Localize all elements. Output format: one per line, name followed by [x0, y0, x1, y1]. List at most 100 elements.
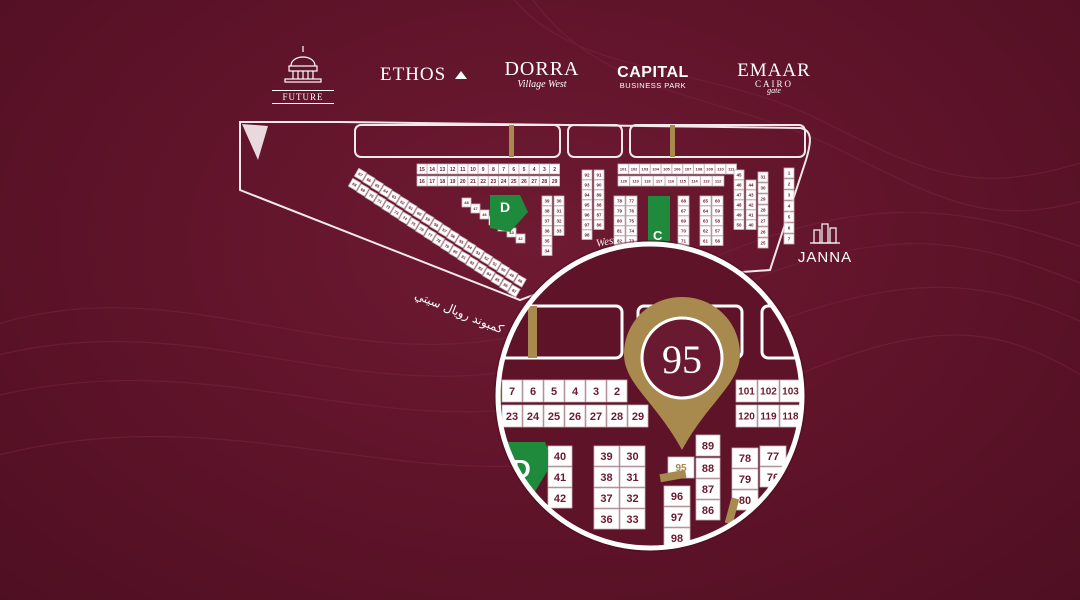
- plot-47[interactable]: 47: [733, 189, 745, 200]
- plot-102[interactable]: 102: [628, 163, 640, 175]
- plot-33[interactable]: 33: [553, 225, 565, 236]
- plot-70[interactable]: 70: [364, 189, 378, 203]
- plot-85[interactable]: 85: [490, 273, 504, 287]
- plot-75[interactable]: 75: [625, 215, 638, 226]
- plot-41[interactable]: 41: [745, 209, 757, 220]
- plot-108[interactable]: 108: [693, 163, 705, 175]
- plot-102[interactable]: 102: [757, 379, 780, 403]
- plot-92[interactable]: 92: [581, 169, 593, 180]
- plot-78[interactable]: 78: [431, 233, 446, 248]
- plot-6[interactable]: 6: [522, 379, 544, 403]
- plot-69[interactable]: 69: [677, 215, 690, 226]
- plot-3[interactable]: 3: [539, 163, 550, 175]
- plot-37[interactable]: 37: [541, 215, 553, 226]
- plot-119[interactable]: 119: [757, 404, 780, 428]
- plot-68[interactable]: 68: [677, 195, 690, 206]
- plot-67[interactable]: 67: [677, 205, 690, 216]
- plot-82[interactable]: 82: [465, 256, 479, 270]
- plot-63[interactable]: 63: [699, 215, 712, 226]
- plot-58[interactable]: 58: [429, 218, 443, 232]
- plot-59[interactable]: 59: [421, 212, 435, 226]
- plot-61[interactable]: 61: [699, 235, 712, 246]
- plot-18[interactable]: 18: [436, 175, 448, 187]
- plot-23[interactable]: 23: [487, 175, 499, 187]
- plot-104[interactable]: 104: [650, 163, 662, 175]
- plot-5[interactable]: 5: [543, 379, 565, 403]
- plot-88[interactable]: 88: [593, 199, 605, 210]
- plot-65[interactable]: 65: [699, 195, 712, 206]
- plot-97[interactable]: 97: [581, 219, 593, 230]
- plot-64[interactable]: 64: [379, 184, 393, 198]
- location-pin[interactable]: 95: [624, 297, 740, 450]
- plot-29[interactable]: 29: [549, 175, 560, 187]
- plot-103[interactable]: 103: [639, 163, 651, 175]
- plot-29[interactable]: 29: [627, 404, 649, 428]
- plot-25[interactable]: 25: [508, 175, 520, 187]
- plot-98[interactable]: 98: [581, 229, 593, 240]
- plot-24[interactable]: 24: [498, 175, 510, 187]
- plot-114[interactable]: 114: [688, 175, 701, 187]
- plot-76[interactable]: 76: [415, 222, 429, 236]
- plot-70[interactable]: 70: [677, 225, 690, 236]
- dorra-logo[interactable]: DORRA Village West: [502, 58, 582, 90]
- plot-116[interactable]: 116: [664, 175, 678, 187]
- plot-71[interactable]: 71: [373, 194, 387, 208]
- plot-48[interactable]: 48: [513, 274, 527, 288]
- plot-119[interactable]: 119: [629, 175, 642, 187]
- plot-72[interactable]: 72: [381, 200, 395, 214]
- plot-118[interactable]: 118: [641, 175, 654, 187]
- plot-40[interactable]: 40: [547, 445, 573, 467]
- plot-26[interactable]: 26: [757, 226, 769, 238]
- plot-113[interactable]: 113: [700, 175, 713, 187]
- plot-54[interactable]: 54: [463, 240, 477, 254]
- plot-101[interactable]: 101: [617, 163, 629, 175]
- plot-42[interactable]: 42: [515, 233, 526, 244]
- plot-5[interactable]: 5: [518, 163, 530, 175]
- plot-63[interactable]: 63: [387, 190, 401, 204]
- plot-50[interactable]: 50: [733, 219, 745, 230]
- plot-105[interactable]: 105: [660, 163, 673, 175]
- plot-3[interactable]: 3: [585, 379, 607, 403]
- plot-59[interactable]: 59: [711, 205, 724, 216]
- plot-27[interactable]: 27: [528, 175, 540, 187]
- plot-86[interactable]: 86: [593, 219, 605, 230]
- plot-57[interactable]: 57: [437, 223, 452, 238]
- plot-77[interactable]: 77: [625, 195, 638, 206]
- plot-115[interactable]: 115: [676, 175, 689, 187]
- plot-41[interactable]: 41: [547, 466, 573, 488]
- plot-20[interactable]: 20: [457, 175, 469, 187]
- plot-45[interactable]: 45: [733, 169, 745, 180]
- plot-65[interactable]: 65: [370, 179, 384, 193]
- plot-64[interactable]: 64: [699, 205, 712, 216]
- plot-36[interactable]: 36: [593, 508, 620, 530]
- plot-25[interactable]: 25: [543, 404, 565, 428]
- plot-42[interactable]: 42: [745, 199, 757, 210]
- plot-50[interactable]: 50: [496, 263, 510, 277]
- plot-107[interactable]: 107: [682, 163, 694, 175]
- plot-30[interactable]: 30: [553, 195, 565, 206]
- plot-56[interactable]: 56: [446, 229, 460, 243]
- plot-79[interactable]: 79: [613, 205, 626, 216]
- plot-84[interactable]: 84: [482, 267, 496, 281]
- plot-34[interactable]: 34: [541, 245, 553, 256]
- plot-6[interactable]: 6: [783, 222, 795, 234]
- plot-96[interactable]: 96: [581, 209, 593, 220]
- plot-103[interactable]: 103: [779, 379, 802, 403]
- plot-69[interactable]: 69: [356, 183, 370, 197]
- plot-53[interactable]: 53: [471, 246, 485, 260]
- plot-39[interactable]: 39: [593, 445, 620, 467]
- plot-15[interactable]: 15: [416, 163, 428, 175]
- plot-31[interactable]: 31: [757, 171, 769, 183]
- plot-28[interactable]: 28: [539, 175, 550, 187]
- plot-49[interactable]: 49: [505, 268, 519, 282]
- plot-19[interactable]: 19: [447, 175, 459, 187]
- plot-58[interactable]: 58: [711, 215, 724, 226]
- plot-111[interactable]: 111: [725, 163, 737, 175]
- plot-23[interactable]: 23: [501, 404, 523, 428]
- plot-35[interactable]: 35: [541, 235, 553, 246]
- plot-87[interactable]: 87: [593, 209, 605, 220]
- plot-24[interactable]: 24: [522, 404, 544, 428]
- plot-26[interactable]: 26: [518, 175, 530, 187]
- plot-94[interactable]: 94: [581, 189, 593, 200]
- plot-32[interactable]: 32: [619, 487, 646, 509]
